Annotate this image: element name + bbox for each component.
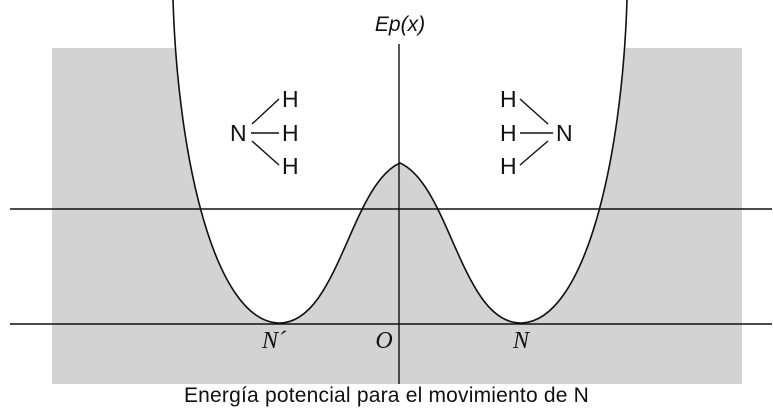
left-molecule-hydrogen-middle: H <box>282 120 299 146</box>
left-molecule-nitrogen: N <box>230 120 247 146</box>
ammonia-molecule-left: N H H H <box>230 86 299 179</box>
right-minimum-label: N <box>512 328 531 354</box>
right-molecule-hydrogen-middle: H <box>500 120 517 146</box>
left-molecule-hydrogen-top: H <box>282 86 299 112</box>
left-bond-top <box>251 98 280 125</box>
right-bond-bottom <box>519 140 549 166</box>
origin-label: O <box>375 328 392 354</box>
allowed-region <box>173 0 627 324</box>
right-molecule-hydrogen-bottom: H <box>500 153 517 179</box>
right-molecule-nitrogen: N <box>556 120 573 146</box>
potential-curve <box>172 0 628 324</box>
left-minimum-label: N´ <box>261 328 287 354</box>
left-molecule-hydrogen-bottom: H <box>282 153 299 179</box>
ammonia-molecule-right: H H H N <box>500 86 573 179</box>
potential-energy-diagram: Ep(x) N´ O N N H H H H H H N <box>10 0 772 384</box>
y-axis-label: Ep(x) <box>375 13 425 36</box>
right-molecule-hydrogen-top: H <box>500 86 517 112</box>
left-bond-bottom <box>251 140 280 166</box>
diagram-caption: Energía potencial para el movimiento de … <box>183 384 590 407</box>
right-bond-top <box>519 98 549 125</box>
